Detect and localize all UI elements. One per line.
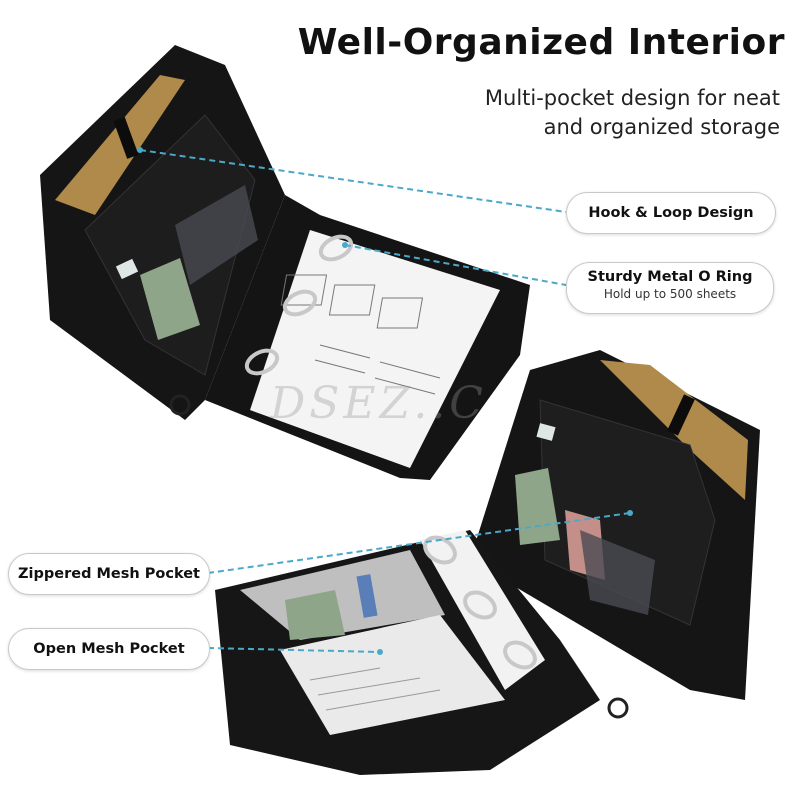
page-subtitle: Multi-pocket design for neat and organiz…: [380, 84, 780, 142]
bottom-binder-open-mesh: [280, 615, 505, 735]
leader-metal-ring: [344, 244, 567, 286]
top-binder-card: [140, 258, 200, 340]
top-binder-paper-content: [280, 274, 441, 395]
bottom-binder-label: [536, 423, 556, 441]
bottom-binder-paper: [420, 530, 545, 690]
bottom-binder: [215, 350, 760, 775]
callout-zippered-mesh-label: Zippered Mesh Pocket: [18, 566, 200, 582]
top-binder-label: [115, 258, 139, 280]
leader-lines: [139, 149, 631, 653]
top-binder-rings: [244, 234, 354, 376]
bottom-binder-paper-lines: [309, 667, 441, 711]
callout-zippered-mesh: Zippered Mesh Pocket: [8, 553, 210, 595]
leader-open-mesh: [207, 647, 381, 653]
watermark: DSEZ..C: [270, 378, 487, 429]
top-binder-mesh-contents: [175, 185, 258, 285]
top-binder-zipper-pull: [169, 394, 191, 416]
top-binder: [40, 45, 530, 480]
callout-metal-ring-sub: Hold up to 500 sheets: [603, 287, 737, 301]
subtitle-line-1: Multi-pocket design for neat: [484, 86, 780, 110]
leader-hook-loop: [139, 149, 567, 213]
bottom-binder-mesh-contents: [580, 530, 655, 615]
callout-open-mesh: Open Mesh Pocket: [8, 628, 210, 670]
callout-metal-ring-label: Sturdy Metal O Ring: [587, 269, 753, 285]
top-binder-strap: [113, 117, 139, 159]
leader-zippered-mesh: [207, 512, 631, 574]
top-binder-zip-pocket: [84, 114, 256, 376]
bottom-binder-card: [515, 468, 560, 545]
callout-open-mesh-label: Open Mesh Pocket: [33, 641, 185, 657]
leader-dots: [137, 147, 633, 655]
callout-hook-loop-label: Hook & Loop Design: [588, 205, 754, 221]
callout-metal-ring: Sturdy Metal O Ring Hold up to 500 sheet…: [566, 262, 774, 314]
bottom-binder-mesh-card: [285, 590, 345, 640]
subtitle-line-2: and organized storage: [543, 115, 780, 139]
bottom-binder-strap: [667, 394, 695, 436]
bottom-binder-mesh-item: [356, 574, 378, 618]
bottom-binder-zipper-pull: [607, 697, 629, 719]
top-binder-paper: [250, 230, 500, 468]
page-title: Well-Organized Interior: [297, 22, 785, 63]
callout-hook-loop: Hook & Loop Design: [566, 192, 776, 234]
top-binder-tablet: [55, 75, 185, 215]
